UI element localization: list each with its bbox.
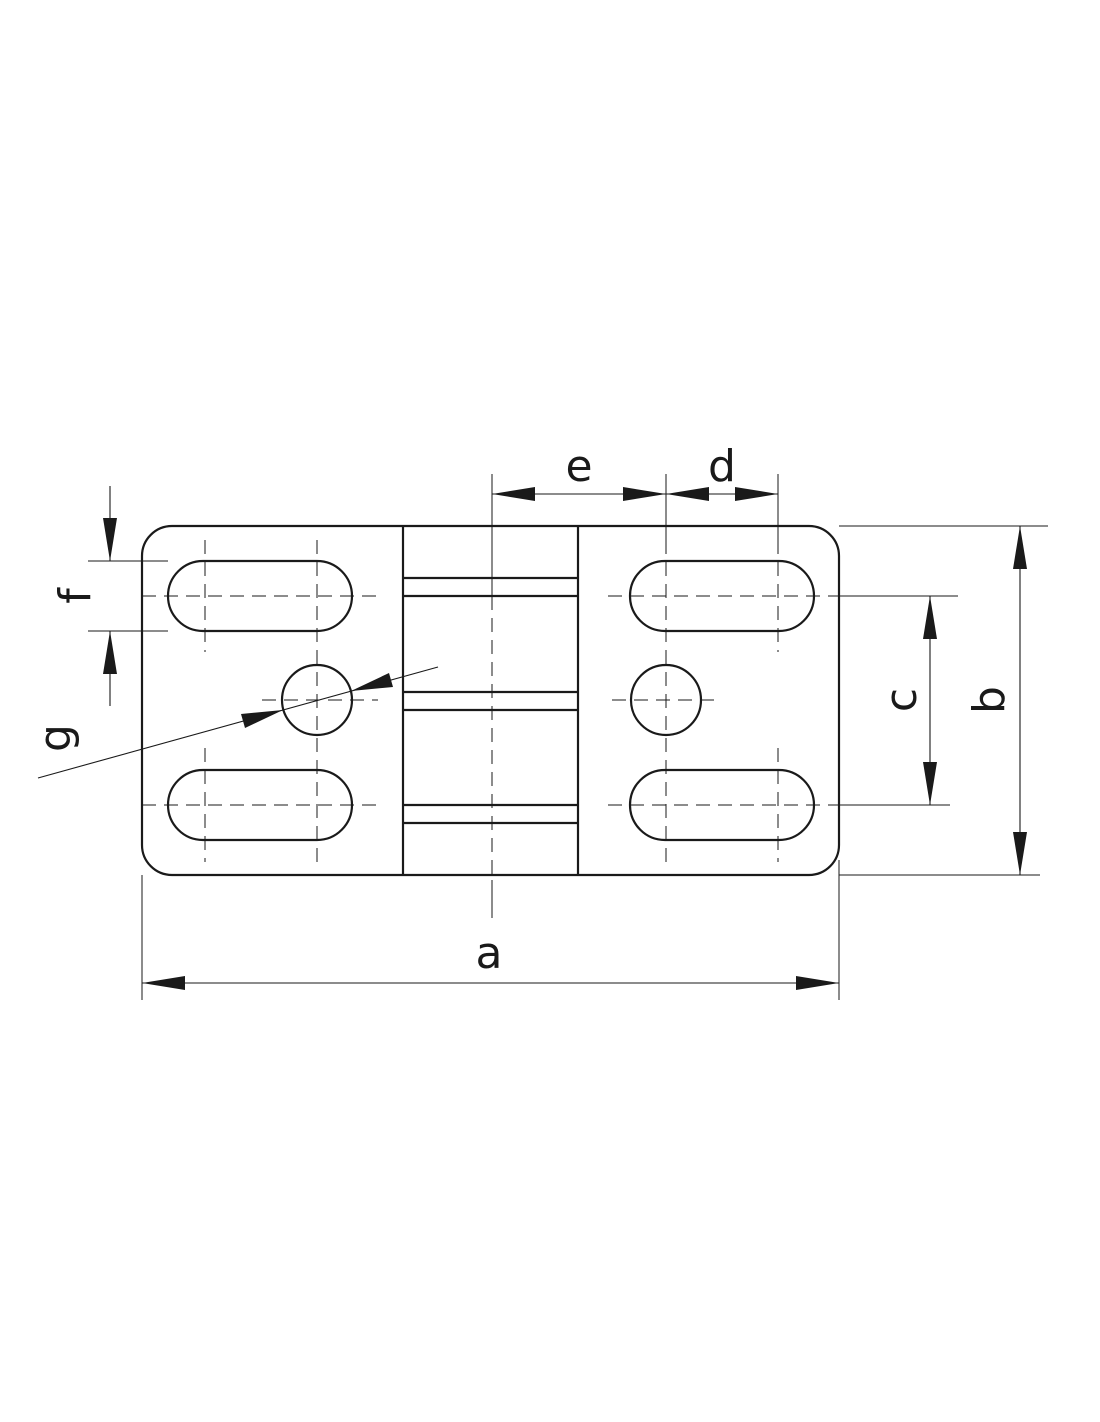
- dimension-g: g: [30, 666, 439, 779]
- center-channel: [401, 526, 580, 875]
- dimension-a: a: [142, 928, 839, 990]
- dimension-c: c: [876, 596, 937, 805]
- label-d: d: [708, 441, 736, 492]
- label-c: c: [876, 688, 927, 712]
- dimension-d: d: [666, 441, 778, 501]
- dimension-b: b: [964, 526, 1027, 875]
- label-b: b: [964, 686, 1015, 714]
- extension-lines: [88, 474, 1048, 1000]
- plate-outline: [140, 524, 841, 877]
- label-a: a: [476, 928, 503, 979]
- label-e: e: [565, 441, 592, 492]
- dimension-e: e: [492, 441, 666, 501]
- dimension-f: f: [50, 486, 117, 706]
- label-g: g: [30, 724, 81, 752]
- label-f: f: [50, 587, 101, 604]
